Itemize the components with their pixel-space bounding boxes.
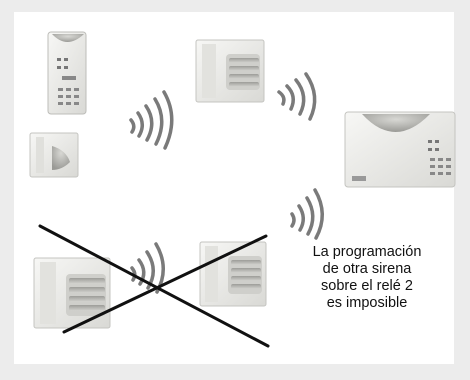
caption-line: es imposible — [326, 295, 408, 311]
central-unit-device — [344, 111, 456, 188]
caption-line: La programación — [312, 244, 422, 260]
impossible-programming-caption: La programación de otra sirena sobre el … — [292, 244, 442, 312]
detector-device — [29, 132, 79, 178]
caption-line: de otra sirena — [322, 261, 412, 277]
siren-top-device — [195, 39, 265, 103]
remote-control-device — [47, 31, 87, 115]
radio-waves-top — [277, 72, 317, 121]
radio-waves-right — [290, 188, 324, 240]
siren-crossed-out-device — [33, 257, 111, 329]
cross-out-mark — [38, 224, 270, 348]
caption-line: sobre el relé 2 — [321, 278, 413, 294]
radio-waves-left — [129, 90, 174, 150]
radio-waves-bottom — [130, 242, 165, 294]
